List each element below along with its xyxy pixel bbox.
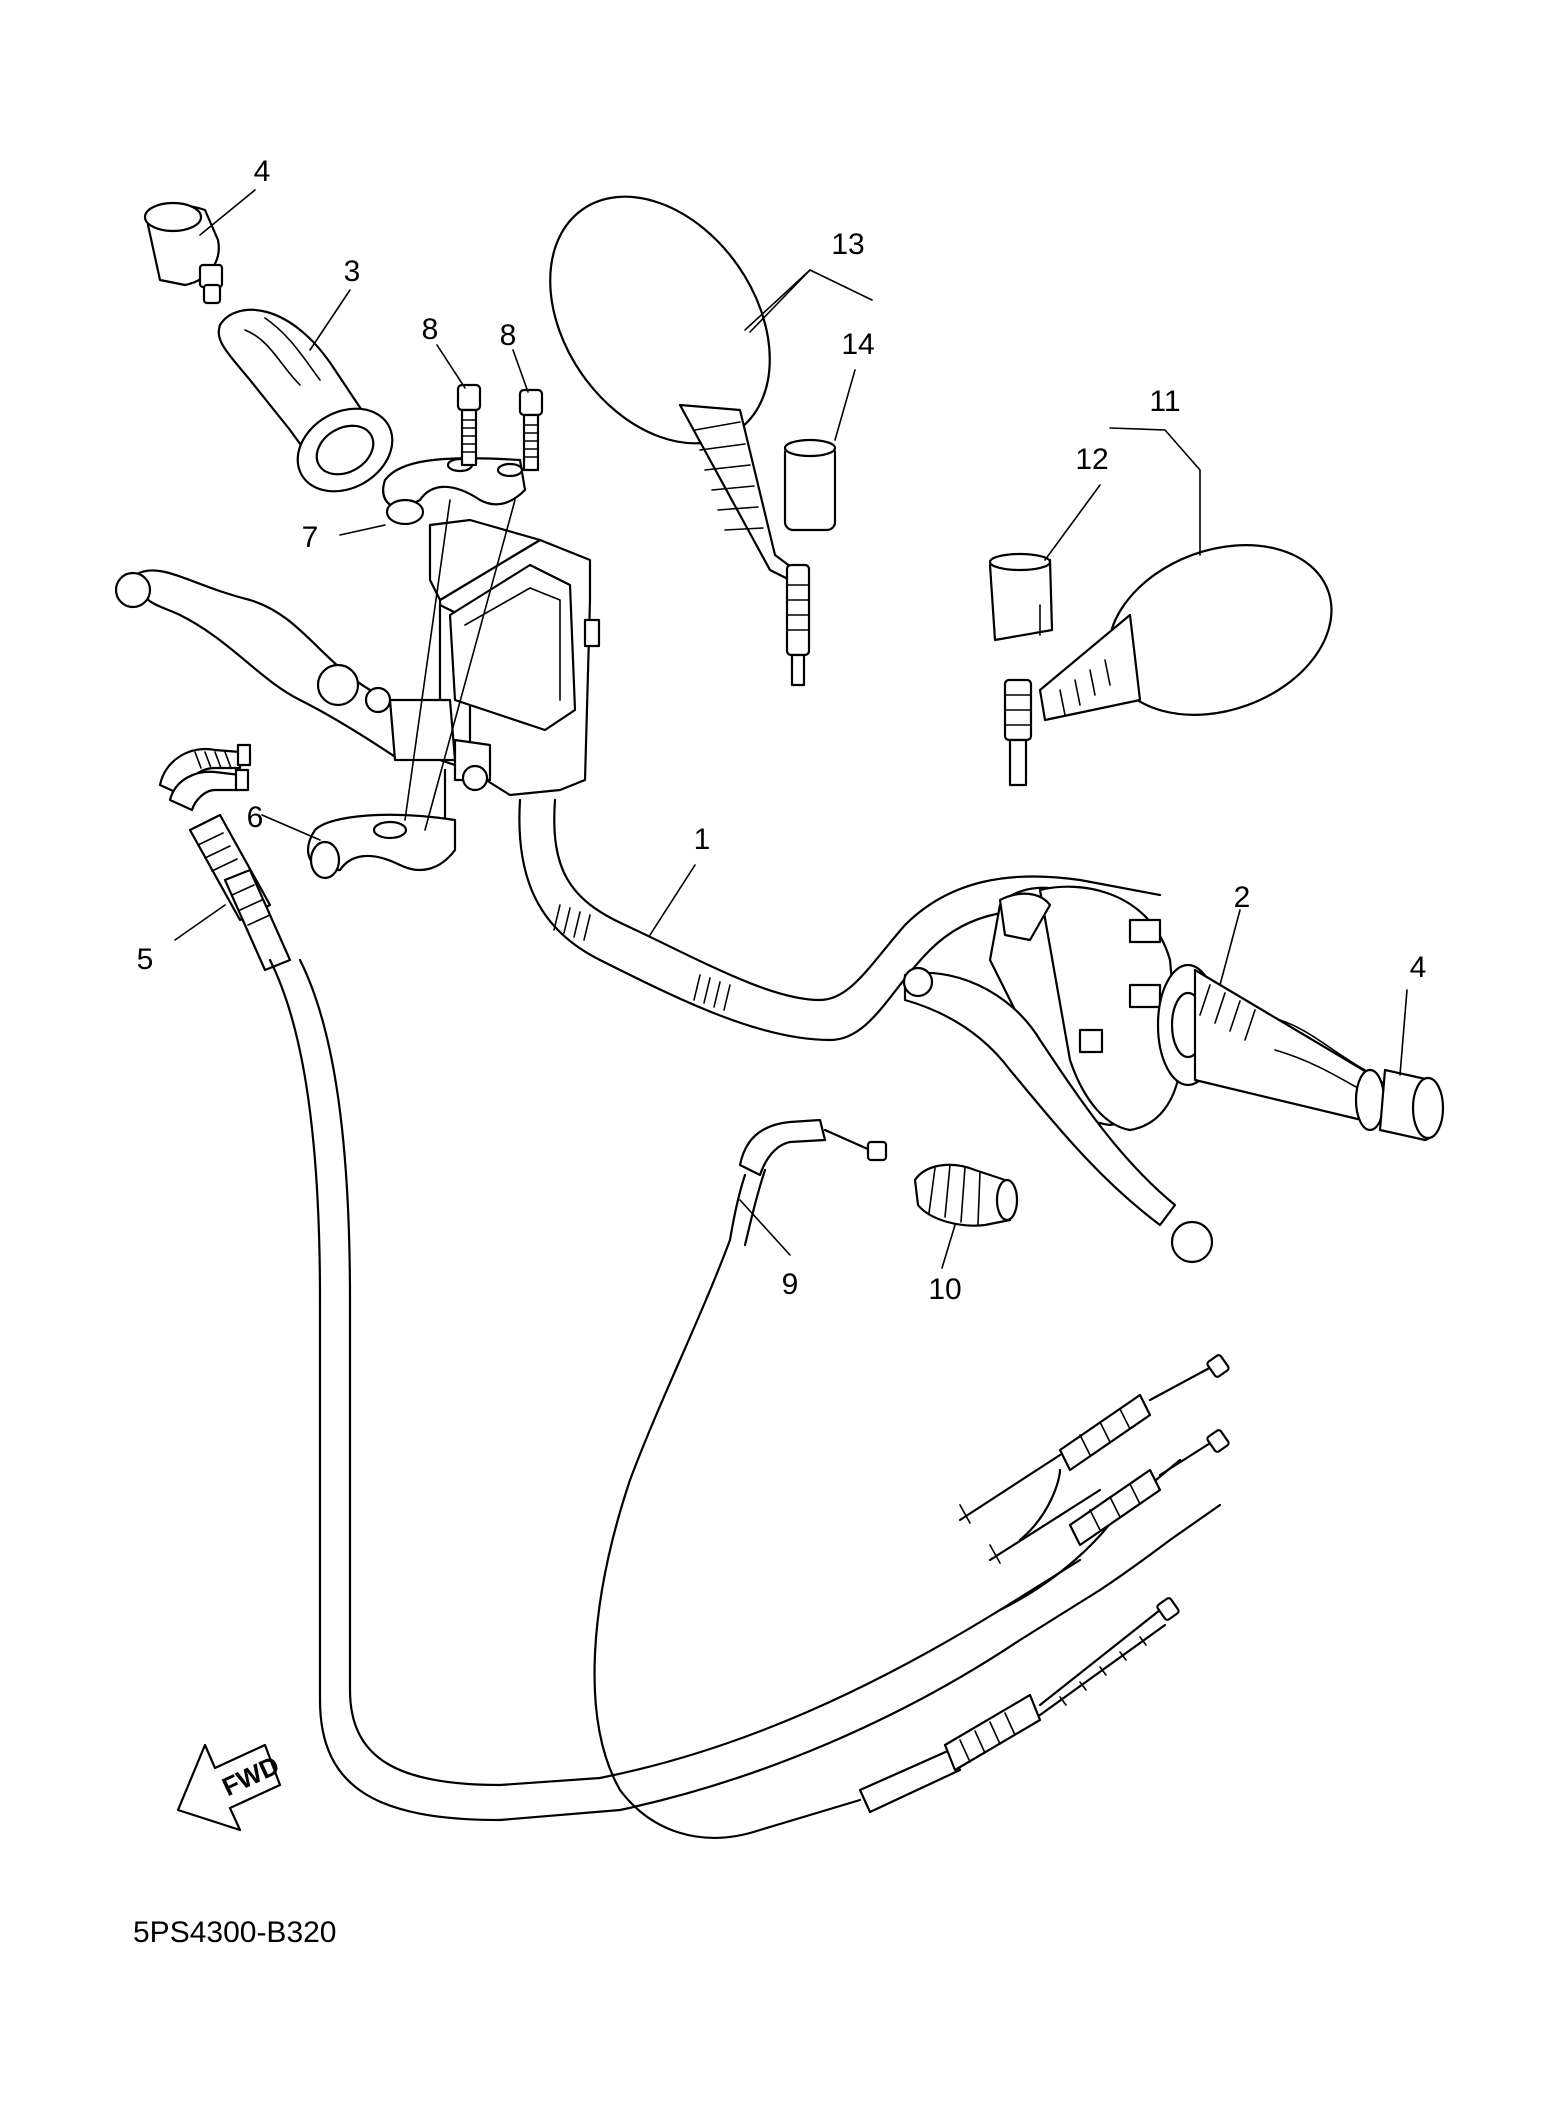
grip-left: [217, 308, 394, 493]
mirror-left: [549, 195, 811, 687]
bolt-left: [456, 383, 482, 467]
mirror-right: [1003, 544, 1333, 787]
callout-4-left: 4: [253, 155, 271, 188]
leader-lines: [174, 189, 1408, 1269]
callout-14: 14: [841, 328, 875, 361]
callout-8-left: 8: [421, 313, 439, 346]
callout-7: 7: [301, 521, 319, 554]
callout-3: 3: [343, 255, 361, 288]
fwd-arrow: FWD: [176, 1743, 284, 1832]
left-lever-assembly: [114, 518, 601, 842]
callout-4-right: 4: [1409, 951, 1427, 984]
dual-cable-assembly: [158, 743, 1230, 1822]
grip-end-left: [143, 201, 224, 305]
callout-2: 2: [1233, 881, 1251, 914]
callout-6: 6: [246, 801, 264, 834]
handlebar: [518, 798, 1162, 1042]
callout-12: 12: [1075, 443, 1109, 476]
throttle-cable: [593, 1118, 1180, 1839]
callout-8-right: 8: [499, 319, 517, 352]
bolt-right: [518, 388, 544, 472]
master-cylinder-holder-lower: [307, 813, 457, 880]
callout-10: 10: [928, 1273, 962, 1306]
right-switch-housing: [902, 885, 1214, 1264]
diagram-code: 5PS4300-B320: [133, 1916, 337, 1949]
callout-13: 13: [831, 228, 865, 261]
mirror-cap-left: [783, 438, 837, 532]
grip-right: [1156, 963, 1390, 1132]
callout-11: 11: [1149, 385, 1181, 418]
grip-end-right: [1378, 1068, 1445, 1142]
callout-9: 9: [781, 1268, 799, 1301]
throttle-boot: [913, 1163, 1019, 1227]
mirror-cap-right: [988, 552, 1054, 642]
callout-1: 1: [693, 823, 711, 856]
master-cylinder-holder-upper: [382, 457, 527, 526]
callout-5: 5: [136, 943, 154, 976]
